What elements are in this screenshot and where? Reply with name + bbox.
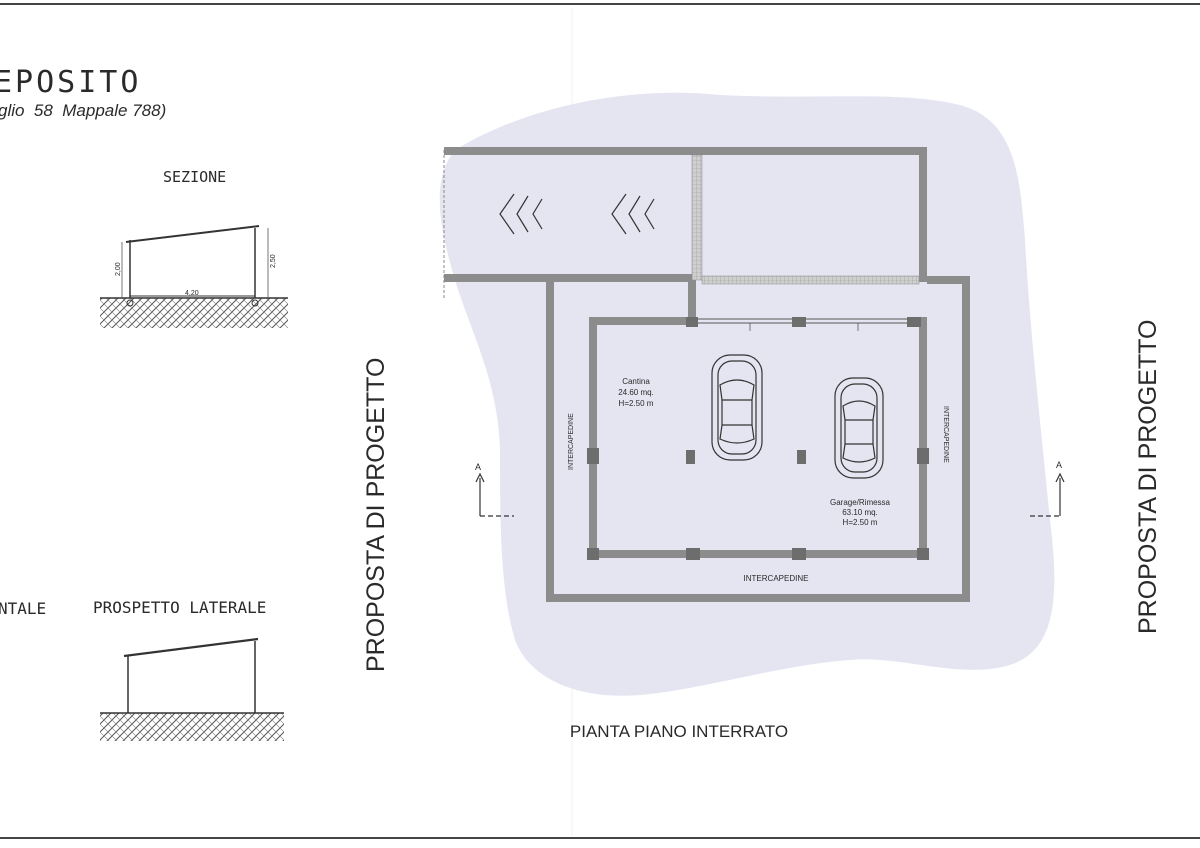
- section-dim-right: 2,50: [270, 254, 277, 268]
- section-label: SEZIONE: [163, 168, 226, 186]
- cantina-name: Cantina: [622, 377, 650, 386]
- ramp-arrows: [499, 193, 655, 235]
- section-marker-right-label: A: [1056, 460, 1062, 470]
- proposal-label-right: PROPOSTA DI PROGETTO: [1134, 320, 1162, 634]
- proposal-label-left: PROPOSTA DI PROGETTO: [362, 358, 390, 672]
- garage-area: 63.10 mq.: [842, 508, 878, 517]
- cavity-label-bottom: INTERCAPEDINE: [744, 574, 809, 583]
- garage-height: H=2.50 m: [843, 518, 878, 527]
- section-marker-right: [1030, 472, 1065, 517]
- cantina-height: H=2.50 m: [619, 399, 654, 408]
- cavity-label-right: INTERCAPEDINE: [942, 406, 949, 463]
- side-elevation-drawing: [100, 637, 284, 741]
- front-view-label: NTALE: [0, 599, 46, 618]
- garage-name: Garage/Rimessa: [830, 498, 891, 507]
- cantina-area: 24.60 mq.: [618, 388, 654, 397]
- plan-walls: [443, 147, 970, 602]
- car-icon: [834, 377, 884, 479]
- subtitle-text: glio 58 Mappale 788): [0, 101, 166, 120]
- cavity-label-left: INTERCAPEDINE: [568, 413, 575, 470]
- section-dim-width: 4,20: [185, 290, 199, 297]
- title-text: EPOSITO: [0, 65, 141, 100]
- side-view-label: PROSPETTO LATERALE: [93, 598, 266, 617]
- plan-title: PIANTA PIANO INTERRATO: [570, 722, 788, 741]
- section-dim-left: 2,00: [115, 262, 122, 276]
- section-marker-left: [475, 472, 514, 517]
- car-icon: [711, 354, 763, 461]
- section-marker-left-label: A: [475, 462, 481, 472]
- section-drawing: [100, 225, 288, 328]
